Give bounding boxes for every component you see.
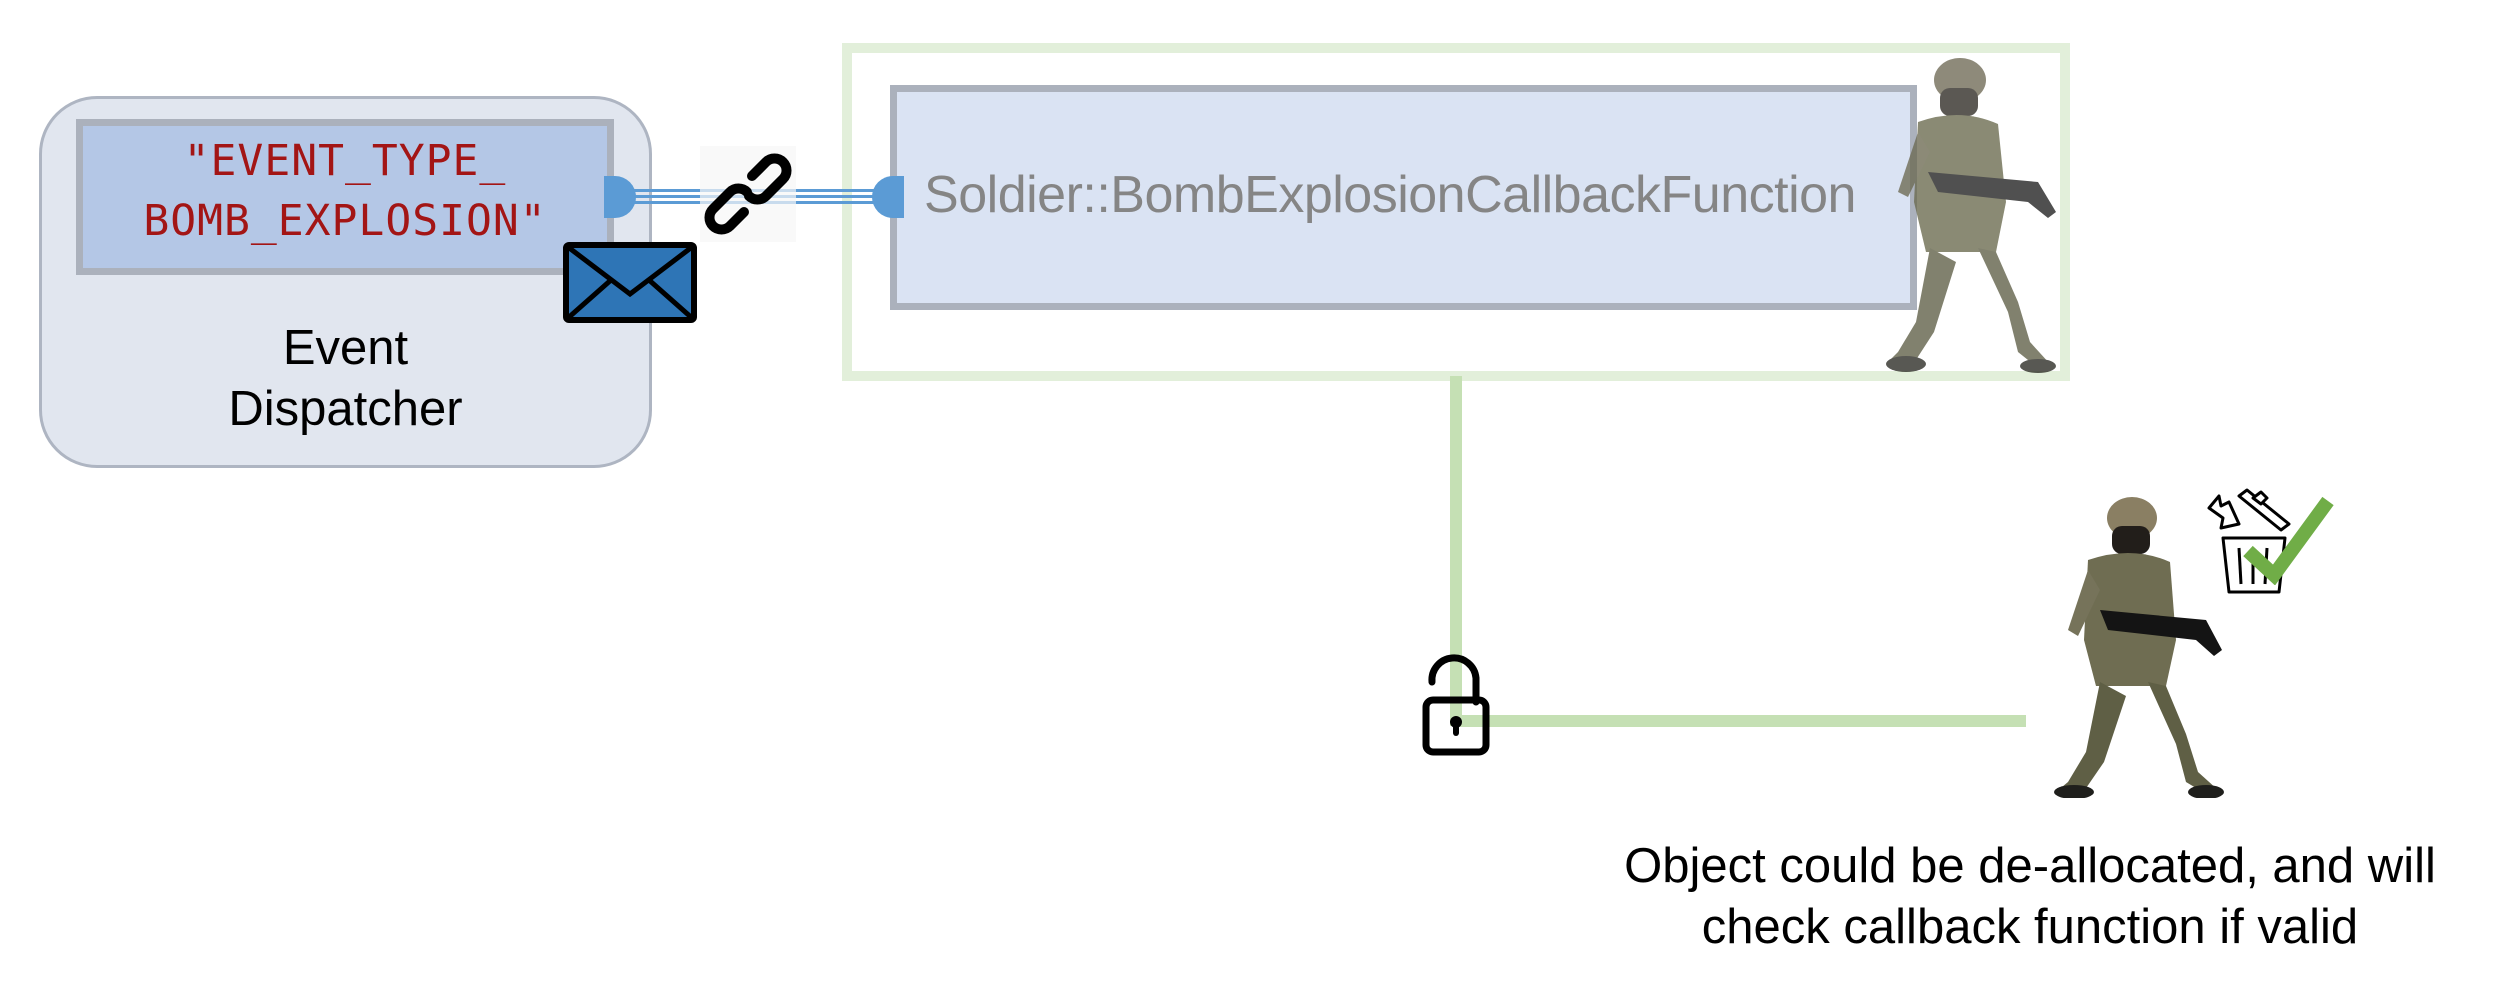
callback-function-box — [890, 85, 1917, 310]
unlocked-padlock-icon — [1422, 654, 1490, 756]
caption-line-2: check callback function if valid — [1701, 900, 2359, 954]
chain-link-icon — [700, 146, 796, 242]
soldier-figure — [2054, 497, 2224, 798]
event-type-label: "EVENT_TYPE_ BOMB_EXPLOSION" — [76, 131, 614, 251]
dispatcher-label-line-1: Event — [282, 321, 409, 375]
callback-function-label: Soldier::BombExplosionCallbackFunction — [924, 166, 1856, 224]
event-type-line-2: BOMB_EXPLOSION" — [143, 196, 547, 246]
deallocation-caption: Object could be de-allocated, and will c… — [1580, 836, 2480, 958]
checkmark-icon — [2243, 496, 2334, 585]
dispatcher-label: Event Dispatcher — [39, 318, 652, 440]
dispatcher-label-line-2: Dispatcher — [228, 382, 463, 436]
envelope-icon — [563, 242, 697, 323]
reference-line-horizontal — [1456, 715, 2026, 727]
connector-endpoint-right — [872, 176, 904, 218]
event-type-line-1: "EVENT_TYPE_ — [183, 136, 507, 186]
event-type-box — [76, 119, 614, 275]
soldier-figure — [1886, 58, 2056, 373]
reference-line-vertical — [1450, 376, 1462, 726]
caption-line-1: Object could be de-allocated, and will — [1624, 839, 2436, 893]
